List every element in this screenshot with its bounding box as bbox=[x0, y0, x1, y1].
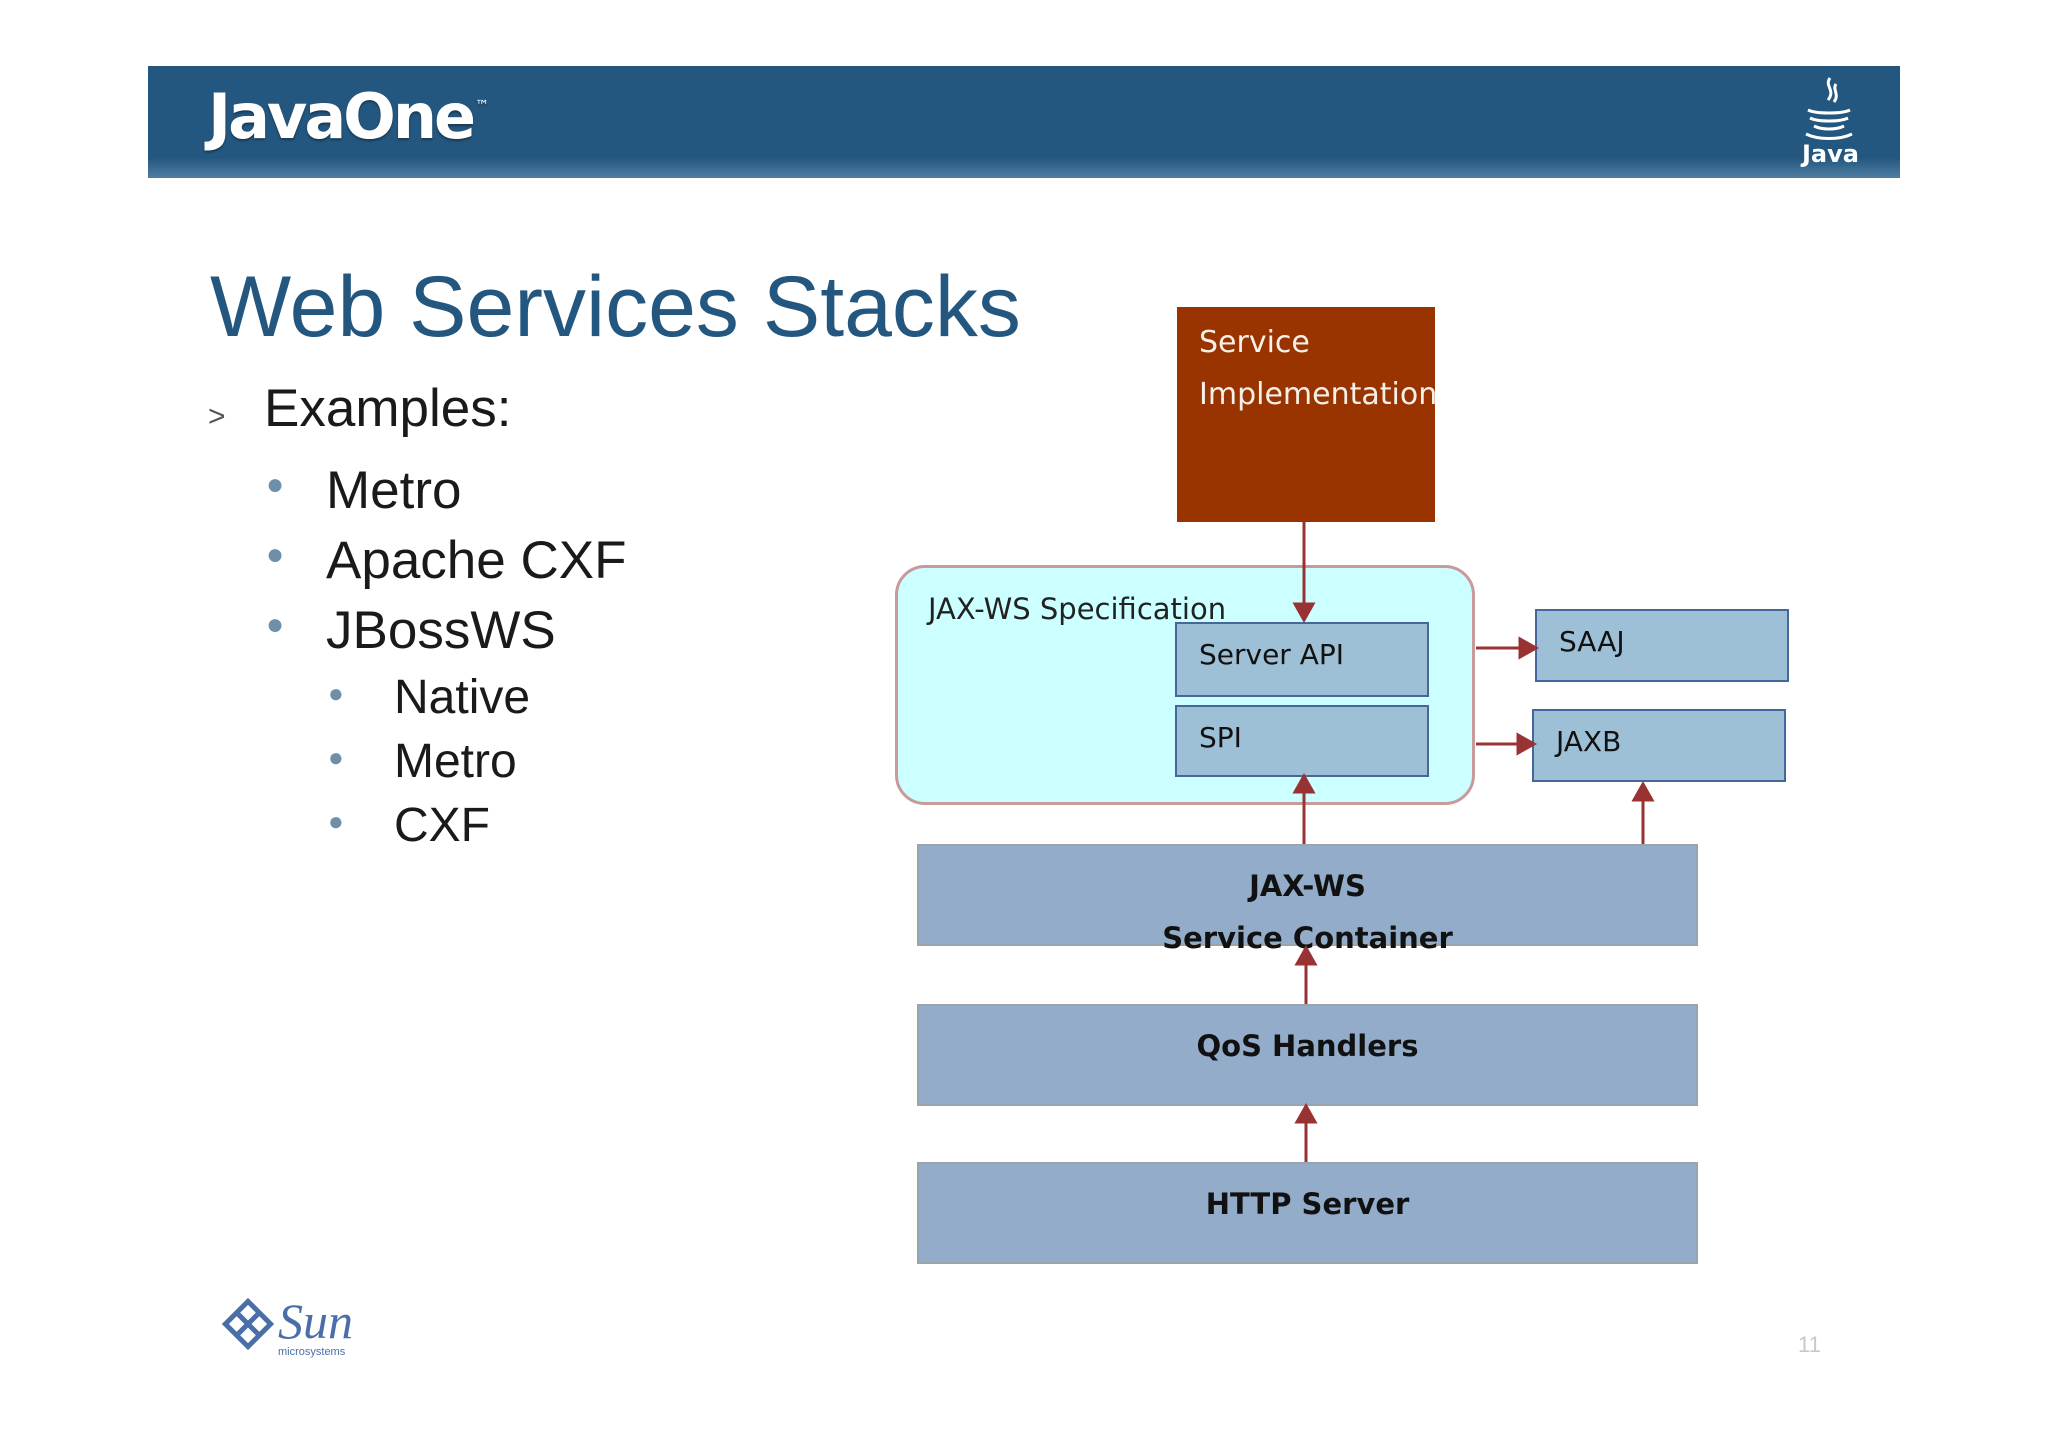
spi-label: SPI bbox=[1199, 721, 1242, 754]
brand-text: JavaOne bbox=[208, 80, 476, 153]
dot-marker-icon: ● bbox=[266, 468, 285, 501]
bullet-text: Native bbox=[394, 671, 531, 724]
impl-line-2: Implementation bbox=[1199, 377, 1438, 412]
sun-logo-subtext: microsystems bbox=[278, 1346, 346, 1358]
dot-marker-icon: ● bbox=[266, 538, 285, 571]
java-logo-text: Java bbox=[1802, 140, 1859, 168]
bullet-text: Metro bbox=[394, 735, 517, 788]
bullet-text: Metro bbox=[326, 461, 462, 520]
http-label: HTTP Server bbox=[1205, 1187, 1410, 1221]
dot-marker-icon: ● bbox=[328, 678, 344, 708]
service-implementation-box: Service Implementation bbox=[1177, 307, 1438, 522]
http-server-box: HTTP Server bbox=[917, 1162, 1698, 1264]
qos-handlers-box: QoS Handlers bbox=[917, 1004, 1698, 1106]
server-api-label: Server API bbox=[1199, 638, 1345, 671]
server-api-box: Server API bbox=[1175, 622, 1429, 697]
arrow-spec-to-saaj-head bbox=[1518, 636, 1540, 660]
spi-box: SPI bbox=[1175, 705, 1429, 777]
sun-diamond-icon bbox=[221, 1297, 275, 1351]
spec-label: JAX-WS Specification bbox=[928, 592, 1227, 626]
bullet-text: JBossWS bbox=[326, 601, 556, 660]
page-number: 11 bbox=[1798, 1332, 1821, 1357]
sun-microsystems-logo: Sun microsystems bbox=[220, 1293, 380, 1366]
slide-title: Web Services Stacks bbox=[210, 259, 1021, 355]
bullet-text: CXF bbox=[394, 799, 490, 852]
bullet-text: Apache CXF bbox=[326, 531, 627, 590]
saaj-label: SAAJ bbox=[1559, 625, 1625, 658]
impl-line-1: Service bbox=[1199, 325, 1310, 360]
sun-logo-text: Sun bbox=[278, 1293, 353, 1349]
trademark-mark: ™ bbox=[475, 98, 490, 114]
service-container-box: JAX-WS Service Container bbox=[917, 844, 1698, 955]
java-cup-icon: Java bbox=[1794, 74, 1864, 170]
arrow-marker-icon: > bbox=[208, 400, 226, 433]
arrow-http-to-qos-head bbox=[1294, 1102, 1318, 1124]
container-line-2: Service Container bbox=[1162, 921, 1453, 955]
arrow-container-to-jaxb-head bbox=[1631, 780, 1655, 802]
saaj-box: SAAJ bbox=[1535, 609, 1789, 682]
dot-marker-icon: ● bbox=[328, 742, 344, 772]
dot-marker-icon: ● bbox=[328, 806, 344, 836]
jaxb-box: JAXB bbox=[1532, 709, 1786, 782]
qos-label: QoS Handlers bbox=[1196, 1029, 1419, 1063]
bullet-text: Examples: bbox=[264, 379, 512, 438]
dot-marker-icon: ● bbox=[266, 608, 285, 641]
container-line-1: JAX-WS bbox=[1249, 869, 1366, 903]
jaxb-label: JAXB bbox=[1556, 725, 1622, 758]
